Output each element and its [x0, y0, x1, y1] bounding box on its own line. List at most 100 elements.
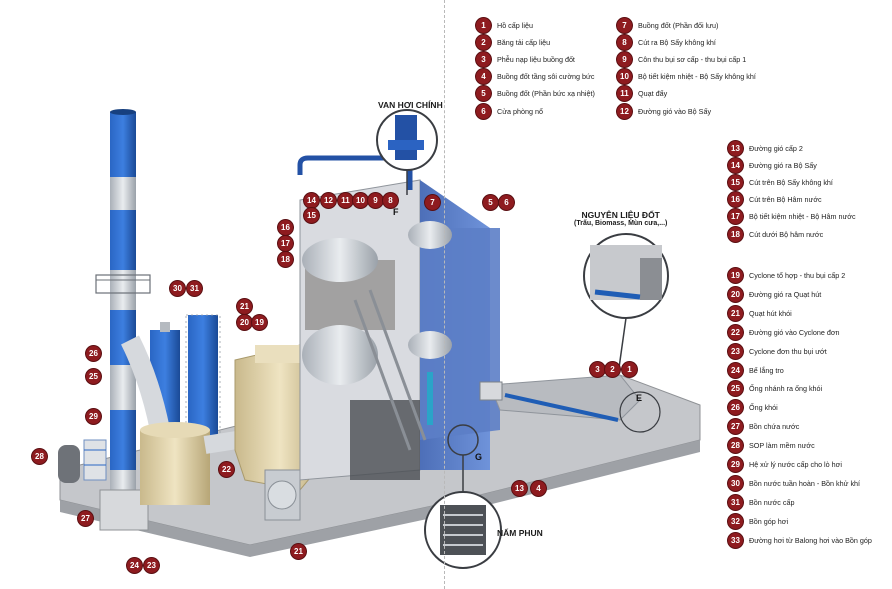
diagram-number-badge: 23 — [144, 558, 159, 573]
legend-label: Buồng đốt tầng sôi cường bức — [497, 72, 595, 82]
legend-label: Đường gió ra Bộ Sấy — [749, 161, 817, 171]
legend-label: Bộ tiết kiệm nhiệt - Bộ Hâm nước — [749, 212, 856, 222]
legend-label: Cyclone đơn thu bụi ướt — [749, 346, 827, 356]
legend-number-badge: 1 — [476, 18, 491, 33]
legend-label: Đường hơi từ Balong hơi vào Bồn góp — [749, 535, 872, 545]
legend-number-badge: 5 — [476, 86, 491, 102]
legend-label: Cút trên Bộ Sấy không khí — [749, 178, 833, 188]
legend-item: 9 Côn thu bụi sơ cấp - thu bụi cấp 1 — [617, 52, 747, 68]
callout-main-steam-valve: VAN HƠI CHÍNH — [378, 100, 443, 110]
legend-number-badge: 24 — [728, 362, 743, 378]
legend-number-badge: 6 — [476, 103, 491, 119]
letter-e: E — [636, 393, 643, 403]
legend-label: Buồng đốt (Phần đối lưu) — [638, 21, 719, 30]
legend-label: Cút trên Bộ Hâm nước — [749, 195, 822, 205]
legend-number-badge: 14 — [728, 158, 743, 174]
diagram-number-badge: 21 — [237, 299, 252, 314]
legend-number-badge: 9 — [617, 52, 632, 68]
legend-item: 28 SOP làm mềm nước — [728, 438, 815, 454]
diagram-number-badge: 20 — [237, 315, 252, 330]
legend-label: Bộ tiết kiệm nhiệt - Bộ Sấy không khí — [638, 72, 756, 82]
diagram-number-badge: 6 — [499, 195, 514, 210]
legend-number-badge: 12 — [617, 103, 632, 119]
legend-label: Côn thu bụi sơ cấp - thu bụi cấp 1 — [638, 55, 747, 65]
diagram-number-badge: 5 — [483, 195, 498, 210]
water-treatment — [58, 439, 107, 483]
legend-number-badge: 10 — [617, 69, 632, 85]
legend-item: 11 Quạt đẩy — [617, 86, 668, 102]
legend-label: Cút dưới Bộ hâm nước — [749, 229, 824, 239]
callout-fuel: NGUYÊN LIỆU ĐỐT (Trấu, Biomass, Mùn cưa,… — [574, 210, 667, 227]
legend-number-badge: 22 — [728, 324, 743, 340]
diagram-number-badge: 25 — [86, 369, 101, 384]
legend-label: Đường gió cấp 2 — [749, 144, 803, 153]
legend-number-badge: 21 — [728, 305, 743, 321]
callout-fuel-subtitle: (Trấu, Biomass, Mùn cưa,...) — [574, 220, 668, 227]
diagram-number-badge: 19 — [252, 315, 267, 330]
legend-label: Cửa phòng nổ — [497, 106, 543, 116]
letter-f: F — [393, 207, 399, 217]
legend-label: Bồn nước tuần hoàn - Bồn khử khí — [749, 478, 861, 488]
diagram-number-badge: 18 — [278, 252, 293, 267]
legend-label: Bồn chứa nước — [749, 422, 800, 432]
legend-number-badge: 4 — [476, 69, 491, 85]
diagram-number-badge: 15 — [304, 208, 319, 223]
diagram-number-badge: 16 — [278, 220, 293, 235]
legend-label: Quạt đẩy — [638, 89, 668, 99]
legend-item: 14 Đường gió ra Bộ Sấy — [728, 158, 817, 174]
legend-label: Bồn nước cấp — [749, 497, 795, 507]
inset-main-steam-valve — [376, 109, 438, 195]
callout-fuel-title: NGUYÊN LIỆU ĐỐT — [581, 210, 660, 220]
legend-number-badge: 29 — [728, 457, 743, 472]
diagram-number-badge: 10 — [353, 193, 368, 208]
legend-label: Băng tải cấp liệu — [497, 38, 551, 48]
legend-item: 7 Buồng đốt (Phần đối lưu) — [617, 18, 718, 33]
diagram-number-badge: 4 — [531, 481, 546, 496]
diagram-number-badge: 21 — [291, 544, 306, 559]
legend-label: SOP làm mềm nước — [749, 441, 815, 451]
diagram-number-badge: 8 — [383, 193, 398, 208]
diagram-number-badge: 3 — [590, 362, 605, 377]
legend-label: Đường gió ra Quạt hút — [749, 289, 822, 299]
fuel-conveyor — [427, 372, 641, 425]
diagram-number-badge: 2 — [605, 362, 620, 377]
legend-number-badge: 27 — [728, 419, 743, 435]
inset-fuel — [583, 233, 669, 376]
legend-number-badge: 30 — [728, 475, 743, 491]
legend-label: Cyclone tổ hợp - thu bụi cấp 2 — [749, 271, 846, 280]
callout-nozzle: NẤM PHUN — [497, 528, 543, 538]
legend-item: 27 Bồn chứa nước — [728, 419, 800, 435]
legend-item: 24 Bể lắng tro — [728, 362, 784, 378]
diagram-number-badge: 27 — [78, 511, 93, 526]
legend-number-badge: 32 — [728, 513, 743, 529]
legend-number-badge: 11 — [617, 86, 632, 102]
legend-number-badge: 16 — [728, 192, 743, 208]
diagram-number-badge: 1 — [622, 362, 637, 377]
page-divider — [444, 0, 445, 589]
legend-number-badge: 7 — [617, 18, 632, 33]
legend-number-badge: 17 — [728, 209, 743, 225]
legend-label: Bể lắng tro — [749, 365, 784, 375]
legend-item: 10 Bộ tiết kiệm nhiệt - Bộ Sấy không khí — [617, 69, 756, 85]
legend-label: Bồn góp hơi — [749, 516, 789, 526]
diagram-number-badge: 28 — [32, 449, 47, 464]
legend-number-badge: 28 — [728, 438, 743, 454]
legend-item: 6 Cửa phòng nổ — [476, 103, 543, 119]
legend-label: Phễu nạp liệu buồng đốt — [497, 55, 575, 65]
